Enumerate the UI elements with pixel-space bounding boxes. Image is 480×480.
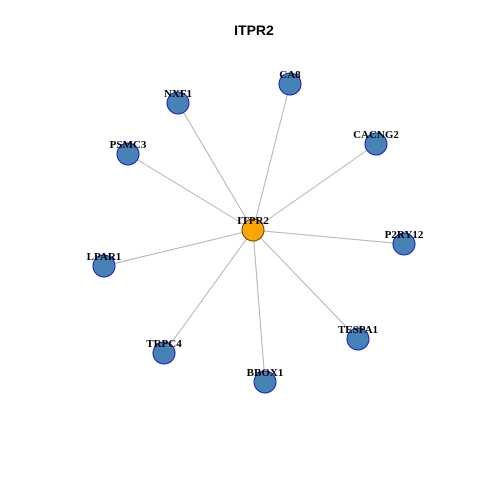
node-label-lpar1: LPAR1 xyxy=(87,251,122,263)
edge-itpr2-psmc3 xyxy=(127,153,254,231)
node-cacng2 xyxy=(364,132,388,156)
node-ca8 xyxy=(278,72,302,96)
node-itpr2 xyxy=(241,218,265,242)
edge-itpr2-nxf1 xyxy=(177,102,254,231)
edge-itpr2-lpar1 xyxy=(103,229,254,267)
edge-itpr2-ca8 xyxy=(252,83,291,231)
edge-itpr2-tespa1 xyxy=(252,229,359,340)
node-label-psmc3: PSMC3 xyxy=(110,139,147,151)
node-label-bbox1: BBOX1 xyxy=(247,367,284,379)
node-label-itpr2: ITPR2 xyxy=(237,215,269,227)
node-group xyxy=(92,72,416,394)
node-label-nxf1: NXF1 xyxy=(164,88,192,100)
node-nxf1 xyxy=(166,91,190,115)
node-p2ry12 xyxy=(392,232,416,256)
diagram-title: ITPR2 xyxy=(234,22,274,38)
node-label-ca8: CA8 xyxy=(279,69,301,81)
node-label-trpc4: TRPC4 xyxy=(146,338,182,350)
node-label-tespa1: TESPA1 xyxy=(338,324,378,336)
label-group: ITPR2 CA8NXF1CACNG2PSMC3P2RY12LPAR1TESPA1… xyxy=(87,69,424,379)
edge-itpr2-cacng2 xyxy=(252,143,377,231)
node-label-p2ry12: P2RY12 xyxy=(385,229,424,241)
edge-itpr2-p2ry12 xyxy=(252,229,405,245)
node-label-cacng2: CACNG2 xyxy=(353,129,399,141)
edge-itpr2-bbox1 xyxy=(252,229,266,383)
edge-group xyxy=(103,83,405,383)
node-bbox1 xyxy=(253,370,277,394)
node-trpc4 xyxy=(152,341,176,365)
node-lpar1 xyxy=(92,254,116,278)
node-tespa1 xyxy=(346,327,370,351)
node-psmc3 xyxy=(116,142,140,166)
edge-itpr2-trpc4 xyxy=(163,229,254,354)
